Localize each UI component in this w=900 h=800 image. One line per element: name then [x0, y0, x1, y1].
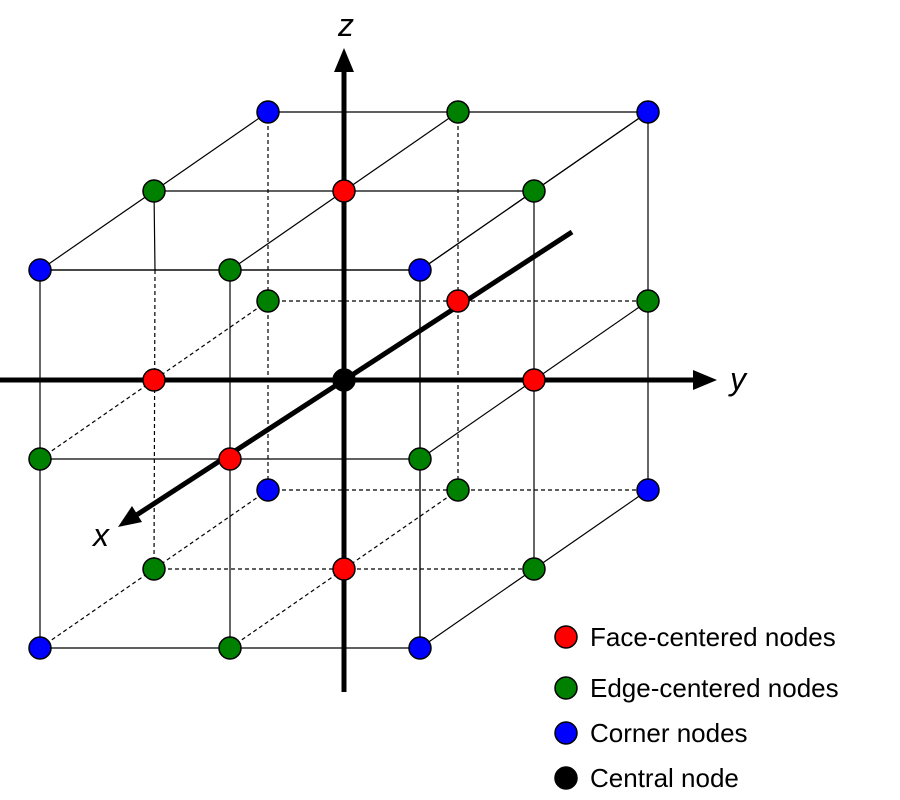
- face-node: [142, 368, 166, 392]
- edge-node: [522, 557, 546, 581]
- x-axis-arrowhead: [118, 506, 142, 527]
- legend-label: Central node: [590, 763, 739, 793]
- hidden-line: [153, 269, 156, 570]
- edge-node: [522, 179, 546, 203]
- legend-item-corner: Corner nodes: [554, 718, 748, 748]
- face-node: [332, 179, 356, 203]
- edge-node: [142, 557, 166, 581]
- hidden-line: [229, 489, 459, 649]
- legend-item-face: Face-centered nodes: [554, 622, 836, 652]
- hidden-line: [39, 489, 269, 649]
- corner-legend-marker: [554, 721, 578, 745]
- legend-label: Corner nodes: [590, 718, 748, 748]
- hidden-line: [39, 300, 269, 460]
- corner-node: [636, 478, 660, 502]
- edge-node: [218, 636, 242, 660]
- y-axis-arrowhead: [693, 370, 717, 390]
- z-axis-label: z: [337, 7, 354, 43]
- corner-node: [256, 100, 280, 124]
- face-node: [218, 447, 242, 471]
- edge-node: [142, 179, 166, 203]
- edge-legend-marker: [554, 676, 578, 700]
- legend-item-edge: Edge-centered nodes: [554, 673, 839, 703]
- corner-node: [28, 258, 52, 282]
- edge-node: [218, 258, 242, 282]
- face-node: [332, 557, 356, 581]
- face-node: [446, 289, 470, 313]
- z-axis-arrowhead: [334, 48, 354, 72]
- central-legend-marker: [554, 766, 578, 790]
- axes: z y x: [0, 7, 748, 692]
- edge-node: [446, 478, 470, 502]
- y-axis-label: y: [728, 361, 748, 397]
- legend-label: Face-centered nodes: [590, 622, 836, 652]
- face-legend-marker: [554, 625, 578, 649]
- legend-label: Edge-centered nodes: [590, 673, 839, 703]
- x-axis-label: x: [91, 517, 110, 553]
- legend-item-central: Central node: [554, 763, 739, 793]
- edge-node: [28, 447, 52, 471]
- left-face-line: [153, 190, 156, 271]
- central-node: [332, 368, 356, 392]
- edge-node: [446, 100, 470, 124]
- face-node: [522, 368, 546, 392]
- corner-node: [408, 636, 432, 660]
- corner-node: [636, 100, 660, 124]
- edge-node: [256, 289, 280, 313]
- corner-node: [408, 258, 432, 282]
- corner-node: [28, 636, 52, 660]
- edge-node: [408, 447, 432, 471]
- edge-node: [636, 289, 660, 313]
- lattice-nodes: [28, 100, 660, 660]
- corner-node: [256, 478, 280, 502]
